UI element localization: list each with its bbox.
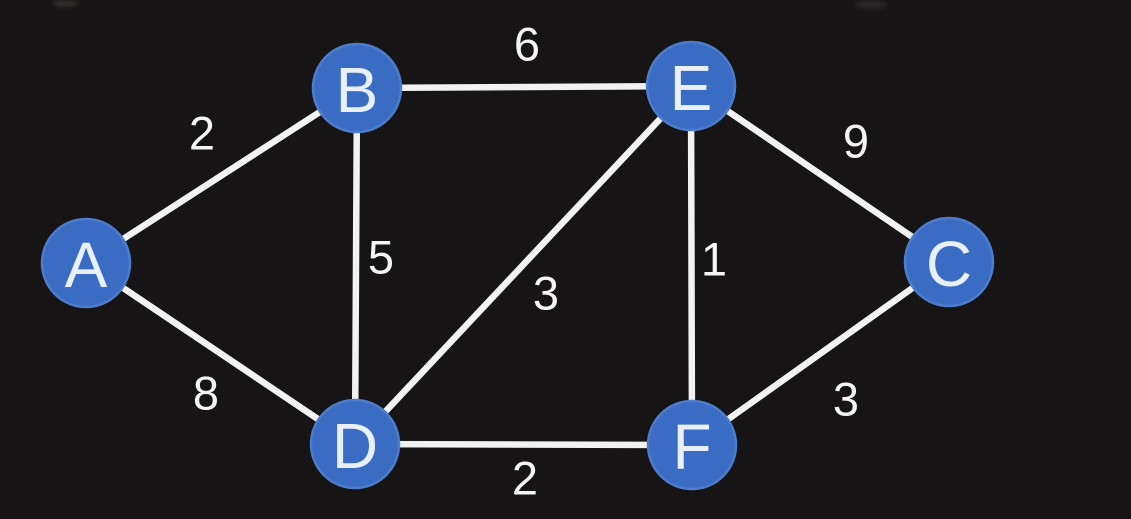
edge-A-B (82, 84, 361, 267)
edge-A-D (82, 259, 359, 448)
edge-D-F (351, 440, 696, 449)
marker-smudge-artifact (855, 0, 887, 9)
node-E: E (645, 40, 737, 132)
node-circle-A (40, 217, 132, 309)
node-C: C (903, 216, 995, 308)
node-circle-E (645, 40, 737, 132)
marker-smudge-artifact (52, 0, 78, 7)
edge-weight-E-F: 1 (701, 233, 727, 286)
node-label-C: C (926, 228, 972, 300)
edge-weight-B-D: 5 (368, 231, 394, 284)
node-D: D (309, 398, 401, 490)
node-B: B (311, 42, 403, 134)
edge-weight-A-B: 2 (189, 107, 215, 160)
edge-weight-E-C: 9 (843, 115, 869, 168)
node-circle-F (646, 399, 738, 491)
edge-weight-A-D: 8 (193, 367, 219, 420)
edge-B-D (351, 84, 361, 448)
edge-weight-E-D: 3 (533, 267, 559, 320)
node-label-E: E (670, 52, 713, 124)
edge-E-C (687, 82, 953, 266)
edge-B-E (353, 82, 695, 92)
node-circle-D (309, 398, 401, 490)
node-label-A: A (65, 229, 108, 301)
node-label-D: D (332, 410, 378, 482)
edge-E-D (351, 82, 695, 448)
edge-E-F (687, 82, 696, 449)
edge-weight-B-E: 6 (514, 18, 540, 71)
edge-weight-F-C: 3 (833, 373, 859, 426)
edge-weight-D-F: 2 (512, 452, 538, 505)
node-A: A (40, 217, 132, 309)
node-circle-C (903, 216, 995, 308)
node-circle-B (311, 42, 403, 134)
edge-F-C (688, 258, 953, 449)
node-F: F (646, 399, 738, 491)
node-label-B: B (336, 54, 379, 126)
node-label-F: F (672, 411, 711, 483)
